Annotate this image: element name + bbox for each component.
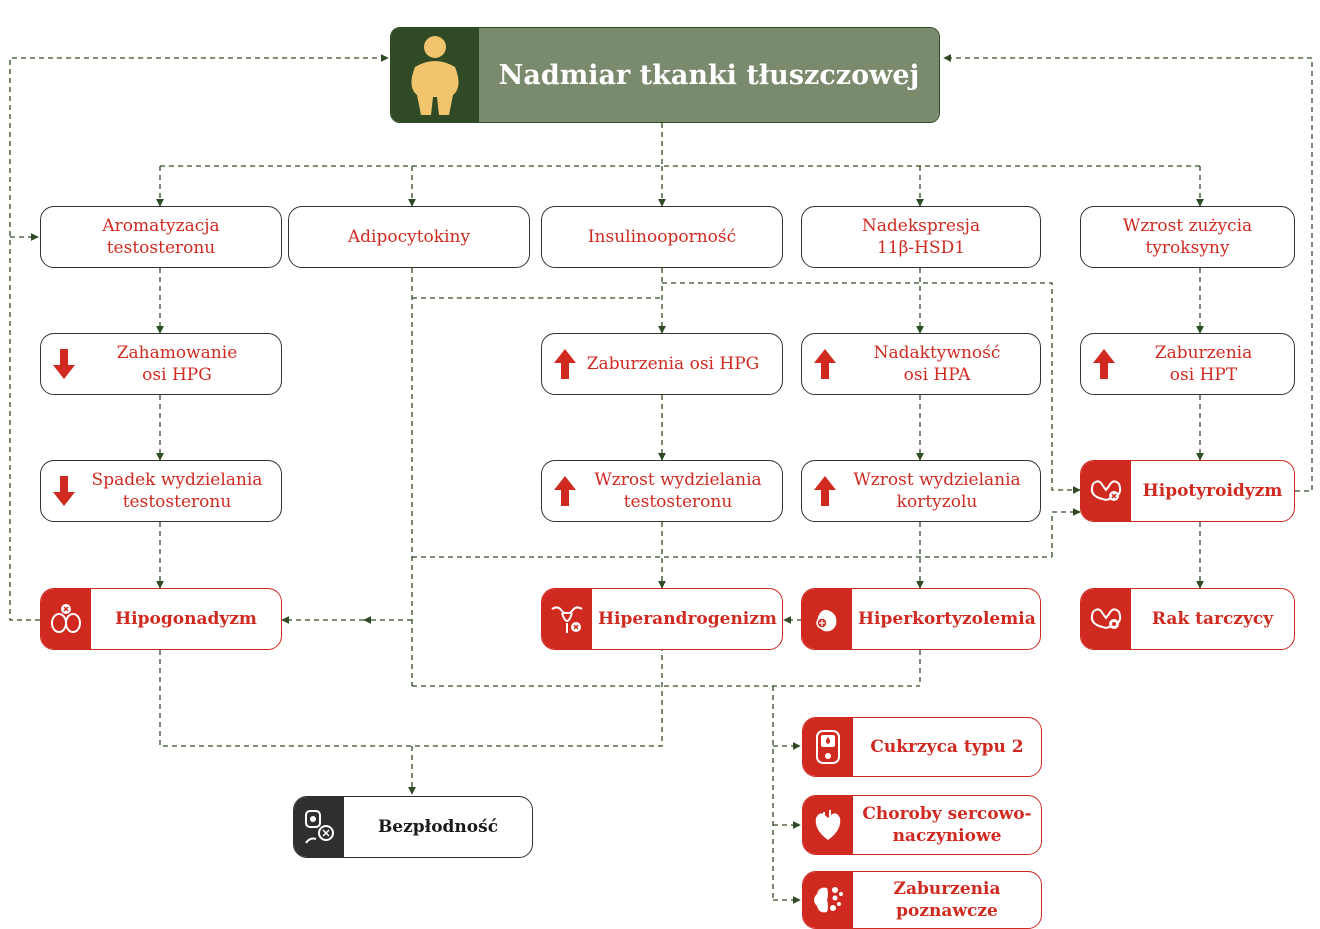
outcome-zaburzenia-poznawcze-label: Zaburzenia poznawcze (893, 879, 1001, 921)
effect-wzrost-kortyzolu: Wzrost wydzielania kortyzolu (801, 460, 1041, 522)
effect-zaburzenia-hpg-label: Zaburzenia osi HPG (586, 354, 760, 374)
cause-adipocytokiny-label: Adipocytokiny (347, 227, 471, 247)
effect-zaburzenia-hpg: Zaburzenia osi HPG (541, 333, 783, 395)
outcome-hipogonadyzm: Hipogonadyzm (40, 588, 282, 650)
brain-icon (803, 872, 853, 928)
effect-wzrost-testosteronu: Wzrost wydzielania testosteronu (541, 460, 783, 522)
outcome-hiperandrogenizm-label: Hiperandrogenizm (598, 609, 777, 629)
cause-adipocytokiny: Adipocytokiny (288, 206, 530, 268)
outcome-rak-tarczycy: Rak tarczycy (1080, 588, 1295, 650)
cause-insulinoopornosc: Insulinooporność (541, 206, 783, 268)
outcome-hiperkortyzolemia-label: Hiperkortyzolemia (858, 609, 1036, 629)
cause-tyroksyna: Wzrost zużycia tyroksyny (1080, 206, 1295, 268)
page-title: Nadmiar tkanki tłuszczowej (479, 28, 939, 122)
outcome-zaburzenia-poznawcze: Zaburzenia poznawcze (802, 871, 1042, 929)
outcome-hiperandrogenizm: Hiperandrogenizm (541, 588, 783, 650)
outcome-cukrzyca: Cukrzyca typu 2 (802, 717, 1042, 777)
outcome-choroby-serca: Choroby sercowo- naczyniowe (802, 795, 1042, 855)
uterus-icon (542, 589, 592, 649)
arrow-up-icon (814, 476, 836, 506)
effect-zahamowanie-hpg: Zahamowanie osi HPG (40, 333, 282, 395)
effect-wzrost-kortyzolu-label: Wzrost wydzielania kortyzolu (853, 470, 1021, 512)
effect-zaburzenia-hpt: Zaburzenia osi HPT (1080, 333, 1295, 395)
glucometer-icon (803, 718, 853, 776)
cause-aromatyzacja-label: Aromatyzacja testosteronu (102, 216, 220, 258)
outcome-rak-tarczycy-label: Rak tarczycy (1151, 609, 1274, 629)
effect-zahamowanie-hpg-label: Zahamowanie osi HPG (116, 343, 238, 385)
thyroid-icon (1081, 589, 1131, 649)
effect-nadaktywnosc-hpa-label: Nadaktywność osi HPA (873, 343, 1001, 385)
arrow-up-icon (554, 349, 576, 379)
arrow-up-icon (814, 349, 836, 379)
cause-tyroksyna-label: Wzrost zużycia tyroksyny (1122, 216, 1253, 258)
title-banner: Nadmiar tkanki tłuszczowej (390, 27, 940, 123)
outcome-hipogonadyzm-label: Hipogonadyzm (115, 609, 257, 629)
testes-icon (41, 589, 91, 649)
outcome-cukrzyca-label: Cukrzyca typu 2 (870, 737, 1024, 757)
thyroid-icon (1081, 461, 1131, 521)
effect-zaburzenia-hpt-label: Zaburzenia osi HPT (1154, 343, 1253, 385)
effect-nadaktywnosc-hpa: Nadaktywność osi HPA (801, 333, 1041, 395)
obese-person-icon (391, 28, 479, 122)
effect-spadek-testosteronu: Spadek wydzielania testosteronu (40, 460, 282, 522)
effect-wzrost-testosteronu-label: Wzrost wydzielania testosteronu (594, 470, 762, 512)
cause-nadekspresja-label: Nadekspresja 11β-HSD1 (861, 216, 981, 258)
adrenal-icon (802, 589, 852, 649)
heart-icon (803, 796, 853, 854)
outcome-hiperkortyzolemia: Hiperkortyzolemia (801, 588, 1041, 650)
effect-spadek-testosteronu-label: Spadek wydzielania testosteronu (91, 470, 263, 512)
arrow-up-icon (1093, 349, 1115, 379)
outcome-bezplodnosc-label: Bezpłodność (377, 817, 499, 837)
outcome-hipotyroidyzm-label: Hipotyroidyzm (1142, 481, 1283, 501)
cause-aromatyzacja: Aromatyzacja testosteronu (40, 206, 282, 268)
arrow-up-icon (554, 476, 576, 506)
outcome-hipotyroidyzm: Hipotyroidyzm (1080, 460, 1295, 522)
cause-insulinoopornosc-label: Insulinooporność (587, 227, 737, 247)
arrow-down-icon (53, 349, 75, 379)
sperm-egg-icon (294, 797, 344, 857)
arrow-down-icon (53, 476, 75, 506)
outcome-choroby-serca-label: Choroby sercowo- naczyniowe (862, 804, 1032, 846)
cause-nadekspresja: Nadekspresja 11β-HSD1 (801, 206, 1041, 268)
outcome-bezplodnosc: Bezpłodność (293, 796, 533, 858)
